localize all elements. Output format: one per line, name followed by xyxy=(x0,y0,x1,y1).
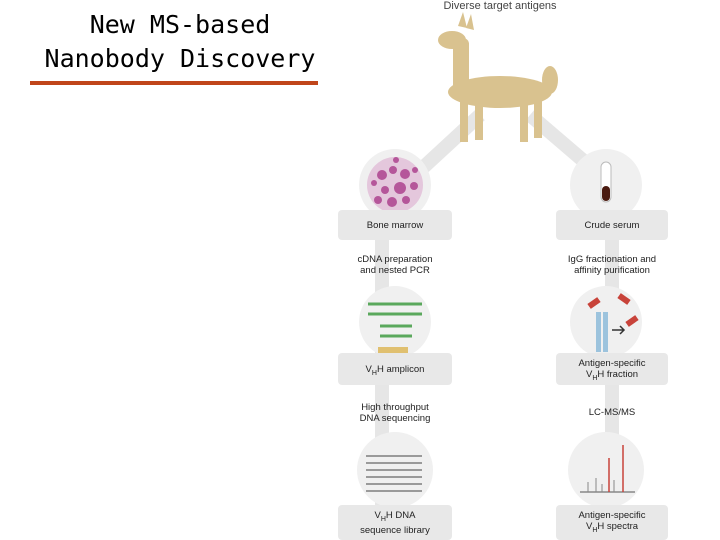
spectra-prefix: V xyxy=(585,521,593,532)
vhh-fraction-node xyxy=(556,286,668,385)
vhh-prefix: V xyxy=(365,364,372,375)
left-step1-line2: and nested PCR xyxy=(360,265,430,276)
spectra-line1: Antigen-specific xyxy=(578,510,646,521)
right-step1-line1: IgG fractionation and xyxy=(567,254,657,265)
vhh-fraction-line1: Antigen-specific xyxy=(578,358,646,369)
sequence-library-line2: sequence library xyxy=(360,524,430,536)
left-step2-line2: DNA sequencing xyxy=(359,413,431,424)
title-line-2: Nanobody Discovery xyxy=(44,44,316,73)
connector-left-branch xyxy=(410,109,485,181)
title-line-1: New MS-based xyxy=(89,10,271,39)
left-step2-label: High throughput DNA sequencing xyxy=(338,402,452,424)
llama-icon xyxy=(438,12,558,142)
crude-serum-node xyxy=(556,149,668,240)
sequence-library-line1: VHH DNA xyxy=(339,510,451,525)
crude-serum-label: Crude serum xyxy=(584,220,640,231)
right-step1-label: IgG fractionation and affinity purificat… xyxy=(550,254,674,276)
title-underline xyxy=(30,81,318,85)
vhh-sub: H xyxy=(371,369,377,377)
diagram-graphics xyxy=(338,12,668,540)
right-step2-label: LC-MS/MS xyxy=(588,407,636,418)
top-label: Diverse target antigens xyxy=(443,0,557,12)
right-step1-line2: affinity purification xyxy=(574,265,650,276)
vhh-fraction-line2: VHH fraction xyxy=(556,369,668,384)
vhh-dna-sub: H xyxy=(380,515,386,523)
slide-title: New MS-based Nanobody Discovery xyxy=(0,8,360,76)
vhh-fraction-suffix: H fraction xyxy=(597,369,639,380)
left-step1-label: cDNA preparation and nested PCR xyxy=(338,254,452,276)
vhh-dna-suffix: H DNA xyxy=(385,510,416,521)
spectra-sub: H xyxy=(592,526,598,534)
left-step2-line1: High throughput xyxy=(361,402,429,413)
spectra-node xyxy=(556,432,668,540)
vhh-fraction-label: Antigen-specific VHH fraction xyxy=(556,358,668,384)
spectra-suffix: H spectra xyxy=(597,521,639,532)
sequence-library-node xyxy=(338,432,452,540)
spectra-label: Antigen-specific VHH spectra xyxy=(556,510,668,536)
vhh-amplicon-node xyxy=(338,286,452,385)
vhh-dna-prefix: V xyxy=(374,510,381,521)
vhh-amplicon-label: VHH amplicon xyxy=(339,364,451,379)
spectra-line2: VHH spectra xyxy=(556,521,668,536)
vhh-fraction-sub: H xyxy=(592,374,598,382)
bone-marrow-node xyxy=(338,149,452,240)
workflow-diagram: Diverse target antigens Bone marrow cDNA… xyxy=(330,0,720,540)
vhh-suffix: H amplicon xyxy=(376,364,425,375)
vhh-fraction-prefix: V xyxy=(585,369,593,380)
sequence-library-label: VHH DNA sequence library xyxy=(339,510,451,536)
left-step1-line1: cDNA preparation xyxy=(357,254,433,265)
bone-marrow-label: Bone marrow xyxy=(366,220,424,231)
